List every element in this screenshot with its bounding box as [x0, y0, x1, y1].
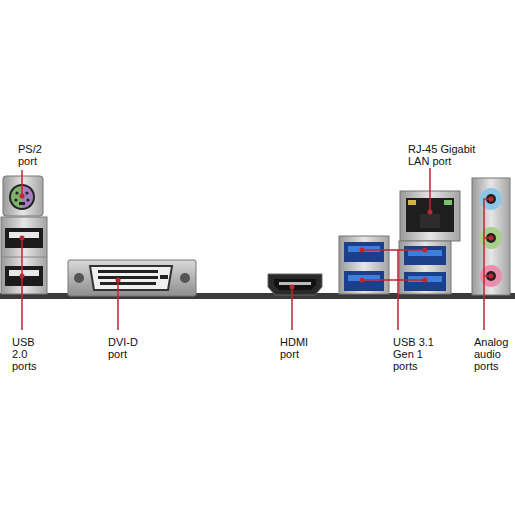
port-label: RJ-45 Gigabit LAN port: [408, 143, 488, 167]
usb3-ports: [339, 236, 451, 294]
port-label: PS/2 port: [18, 143, 50, 167]
port-label: Analog audio ports: [474, 336, 514, 372]
ps2-port: [3, 176, 43, 216]
port-label: DVI-D port: [108, 336, 146, 360]
port-label: USB 3.1 Gen 1 ports: [393, 336, 437, 372]
leader-lines: [22, 168, 491, 330]
port-label: HDMI port: [280, 336, 316, 360]
hdmi-port: [268, 274, 322, 295]
leader-dots: [20, 194, 494, 290]
audio-ports: [472, 178, 510, 295]
usb2-ports: [1, 217, 47, 294]
port-label: USB 2.0 ports: [12, 336, 44, 372]
dvi-port: [68, 260, 196, 296]
